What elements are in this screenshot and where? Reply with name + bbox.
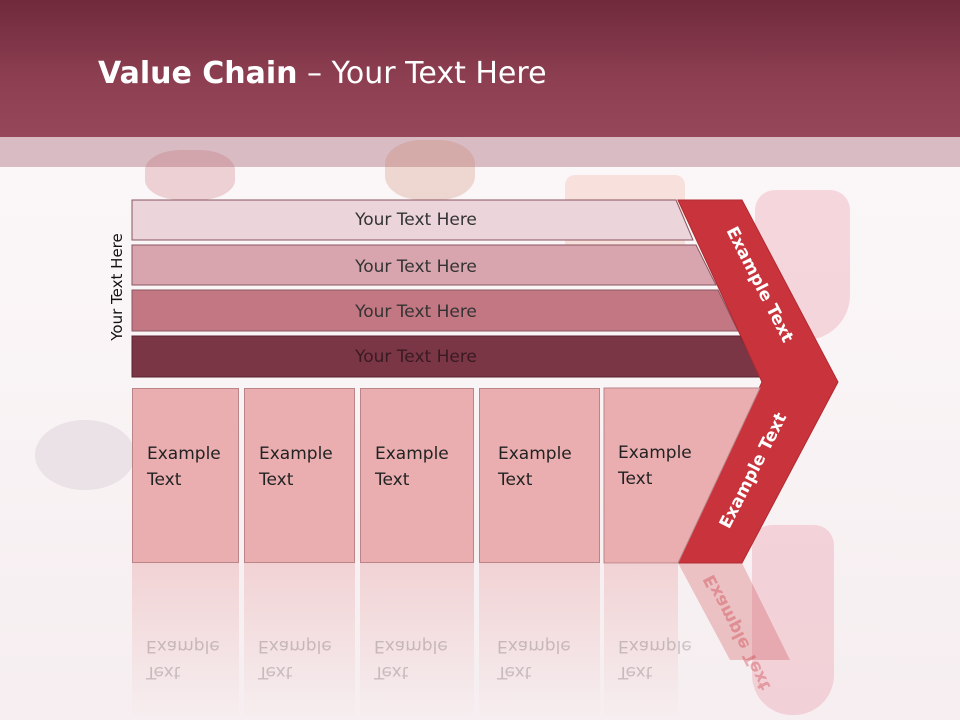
card-3-reflection: Text Example	[360, 563, 474, 720]
chevron-arrow	[677, 199, 839, 564]
card-1-reflection-text: Text Example	[146, 633, 236, 685]
card-4-line2: Text	[498, 470, 533, 490]
card-2-reflection-line2: Text	[258, 662, 293, 682]
card-4-reflection-line1: Example	[497, 636, 571, 656]
bar-2-label: Your Text Here	[354, 257, 477, 277]
card-1-reflection-line2: Text	[146, 662, 181, 682]
card-1-line2: Text	[147, 470, 182, 490]
card-5-reflection-line1: Example	[618, 636, 692, 656]
card-5-reflection-text: Text Example	[618, 633, 708, 685]
card-2-line2: Text	[259, 470, 294, 490]
decorative-plate	[35, 420, 135, 490]
card-4-reflection: Text Example	[479, 563, 600, 720]
decorative-fruit	[145, 150, 235, 200]
card-4-reflection-text: Text Example	[497, 633, 587, 685]
card-3-reflection-text: Text Example	[374, 633, 464, 685]
card-5-reflection-line2: Text	[618, 662, 653, 682]
card-2-line1: Example	[259, 444, 333, 464]
card-2-reflection-text: Text Example	[258, 633, 348, 685]
card-3-reflection-line2: Text	[374, 662, 409, 682]
decorative-drink-glass	[752, 525, 834, 715]
card-2-reflection-line1: Example	[258, 636, 332, 656]
page-title: Value Chain – Your Text Here	[98, 56, 547, 91]
card-5-reflection: Text Example	[604, 563, 692, 720]
card-5-line2: Text	[618, 469, 653, 489]
card-1-line1: Example	[147, 444, 221, 464]
card-3-reflection-line1: Example	[374, 636, 448, 656]
card-4-reflection-line2: Text	[497, 662, 532, 682]
page-title-rest: – Your Text Here	[297, 56, 547, 91]
bar-2	[131, 244, 717, 286]
bar-1-label: Your Text Here	[354, 210, 477, 230]
header-band	[0, 137, 960, 167]
header-bar	[0, 0, 960, 137]
card-1-reflection-line1: Example	[146, 636, 220, 656]
bar-1	[131, 199, 694, 241]
card-3-line1: Example	[375, 444, 449, 464]
bar-4-label: Your Text Here	[354, 347, 477, 367]
page-title-bold: Value Chain	[98, 56, 298, 91]
card-5-shape	[603, 387, 761, 564]
card-1-reflection: Text Example	[132, 563, 239, 720]
card-2-reflection: Text Example	[244, 563, 355, 720]
decorative-fruit	[385, 140, 475, 200]
card-5-line1: Example	[618, 443, 692, 463]
card-3-line2: Text	[375, 470, 410, 490]
chevron-arrow-reflection	[678, 563, 790, 660]
bar-3-label: Your Text Here	[354, 302, 477, 322]
card-4-line1: Example	[498, 444, 572, 464]
